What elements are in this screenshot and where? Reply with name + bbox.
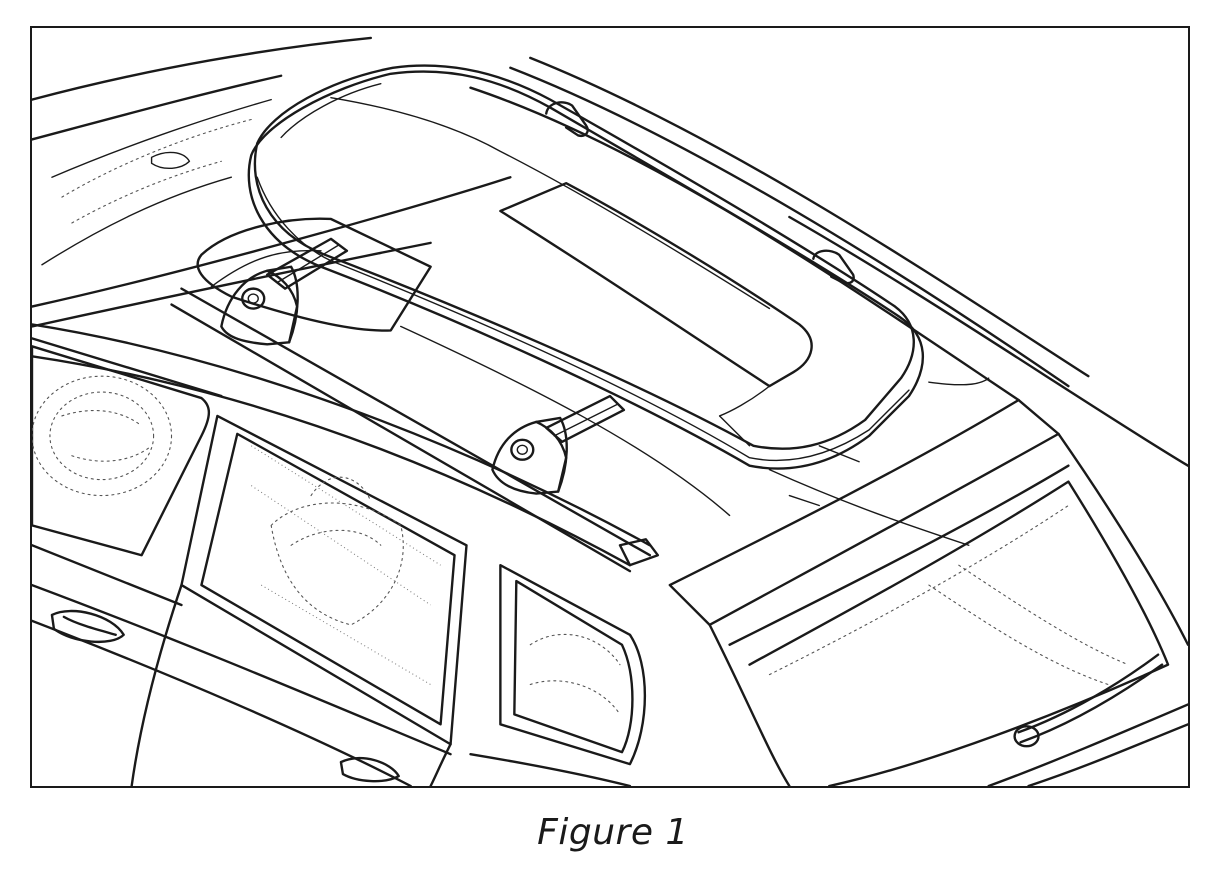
figure-frame	[30, 26, 1190, 788]
roof-box-car-illustration	[32, 36, 1188, 786]
roof-box	[247, 64, 925, 470]
roof-rails	[170, 287, 990, 573]
car-body-outline	[32, 36, 1188, 786]
crossbars	[265, 237, 626, 444]
roof-box-latches	[545, 101, 855, 285]
roof-rack-foot-front	[220, 265, 299, 346]
figure-caption: Figure 1	[537, 812, 689, 853]
side-windows	[32, 337, 647, 786]
roof-rack-foot-rear	[491, 416, 568, 495]
